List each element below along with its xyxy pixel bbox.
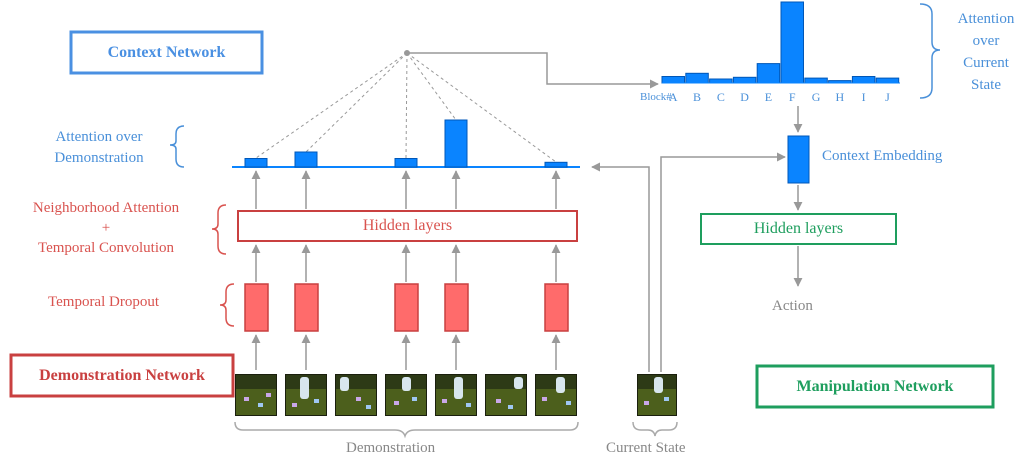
block-label-J: J <box>885 90 890 104</box>
demo-frame-2 <box>285 374 327 416</box>
attention-over-demonstration-label: Attention over Demonstration <box>54 129 144 166</box>
block-label-C: C <box>716 90 725 104</box>
demo-attention-bar-3 <box>394 158 418 168</box>
demo-frame-3 <box>335 374 377 416</box>
demo-frame-7 <box>535 374 577 416</box>
demo-arrows <box>251 170 561 370</box>
current-state-label: Current State <box>606 440 686 456</box>
block-attention-chart <box>661 1 900 84</box>
demonstration-brace <box>234 421 579 439</box>
neighborhood-brace <box>211 204 227 255</box>
block-bar-J <box>875 77 900 84</box>
context-network-title: Context Network <box>74 35 259 70</box>
block-label-A: A <box>668 90 678 104</box>
demonstration-label: Demonstration <box>346 440 436 456</box>
demonstration-network-title: Demonstration Network <box>14 358 230 393</box>
attention-over-current-state-label: Attention over Current State <box>957 11 1015 93</box>
block-bar-A <box>661 76 685 84</box>
hidden-layers-right-label: Hidden layers <box>753 220 844 237</box>
current-state-frame <box>637 374 677 416</box>
demo-frame-6 <box>485 374 527 416</box>
demo-attention-bar-2 <box>294 151 318 168</box>
temporal-dropout-boxes <box>244 283 569 332</box>
block-label-I: I <box>861 90 866 104</box>
block-bar-F <box>780 1 804 84</box>
block-bar-I <box>851 76 876 84</box>
current-state-brace <box>632 421 678 437</box>
demo-attention-bar-1 <box>244 158 268 168</box>
temporal-dropout-label: Temporal Dropout <box>48 294 160 310</box>
block-bar-B <box>685 72 709 84</box>
demo-frame-5 <box>435 374 477 416</box>
neighborhood-attention-label: Neighborhood Attention + Temporal Convol… <box>32 200 180 256</box>
block-axis-prefix: Block# <box>640 91 672 103</box>
demo-attention-brace <box>169 125 185 168</box>
demo-attention-bar-4 <box>444 119 468 168</box>
block-label-G: G <box>811 90 821 104</box>
attention-dashed-lines <box>255 52 557 163</box>
block-bar-G <box>804 77 828 84</box>
block-label-H: H <box>835 90 845 104</box>
current-state-to-embedding <box>660 152 786 372</box>
block-label-F: F <box>788 90 796 104</box>
temporal-dropout-brace <box>219 283 235 327</box>
demo-frame-1 <box>235 374 277 416</box>
apex-to-chart-arrow <box>407 52 659 89</box>
block-bar-D <box>732 76 757 84</box>
action-label: Action <box>772 298 813 314</box>
demo-frame-4 <box>385 374 427 416</box>
current-state-to-demo-attention <box>591 162 650 372</box>
block-bar-E <box>756 63 781 84</box>
block-bar-C <box>709 78 733 84</box>
context-embedding-label: Context Embedding <box>822 148 943 164</box>
block-label-E: E <box>764 90 773 104</box>
demo-attention-bar-5 <box>544 161 568 168</box>
context-embedding-bar <box>787 135 810 184</box>
hidden-layers-right-box <box>700 213 897 245</box>
block-label-D: D <box>740 90 749 104</box>
block-label-B: B <box>693 90 702 104</box>
hidden-layers-left-box <box>237 210 578 242</box>
demo-attention-chart <box>244 119 568 168</box>
manipulation-network-title: Manipulation Network <box>760 369 990 404</box>
hidden-layers-left-label: Hidden layers <box>362 217 453 234</box>
current-state-attention-brace <box>919 3 941 99</box>
